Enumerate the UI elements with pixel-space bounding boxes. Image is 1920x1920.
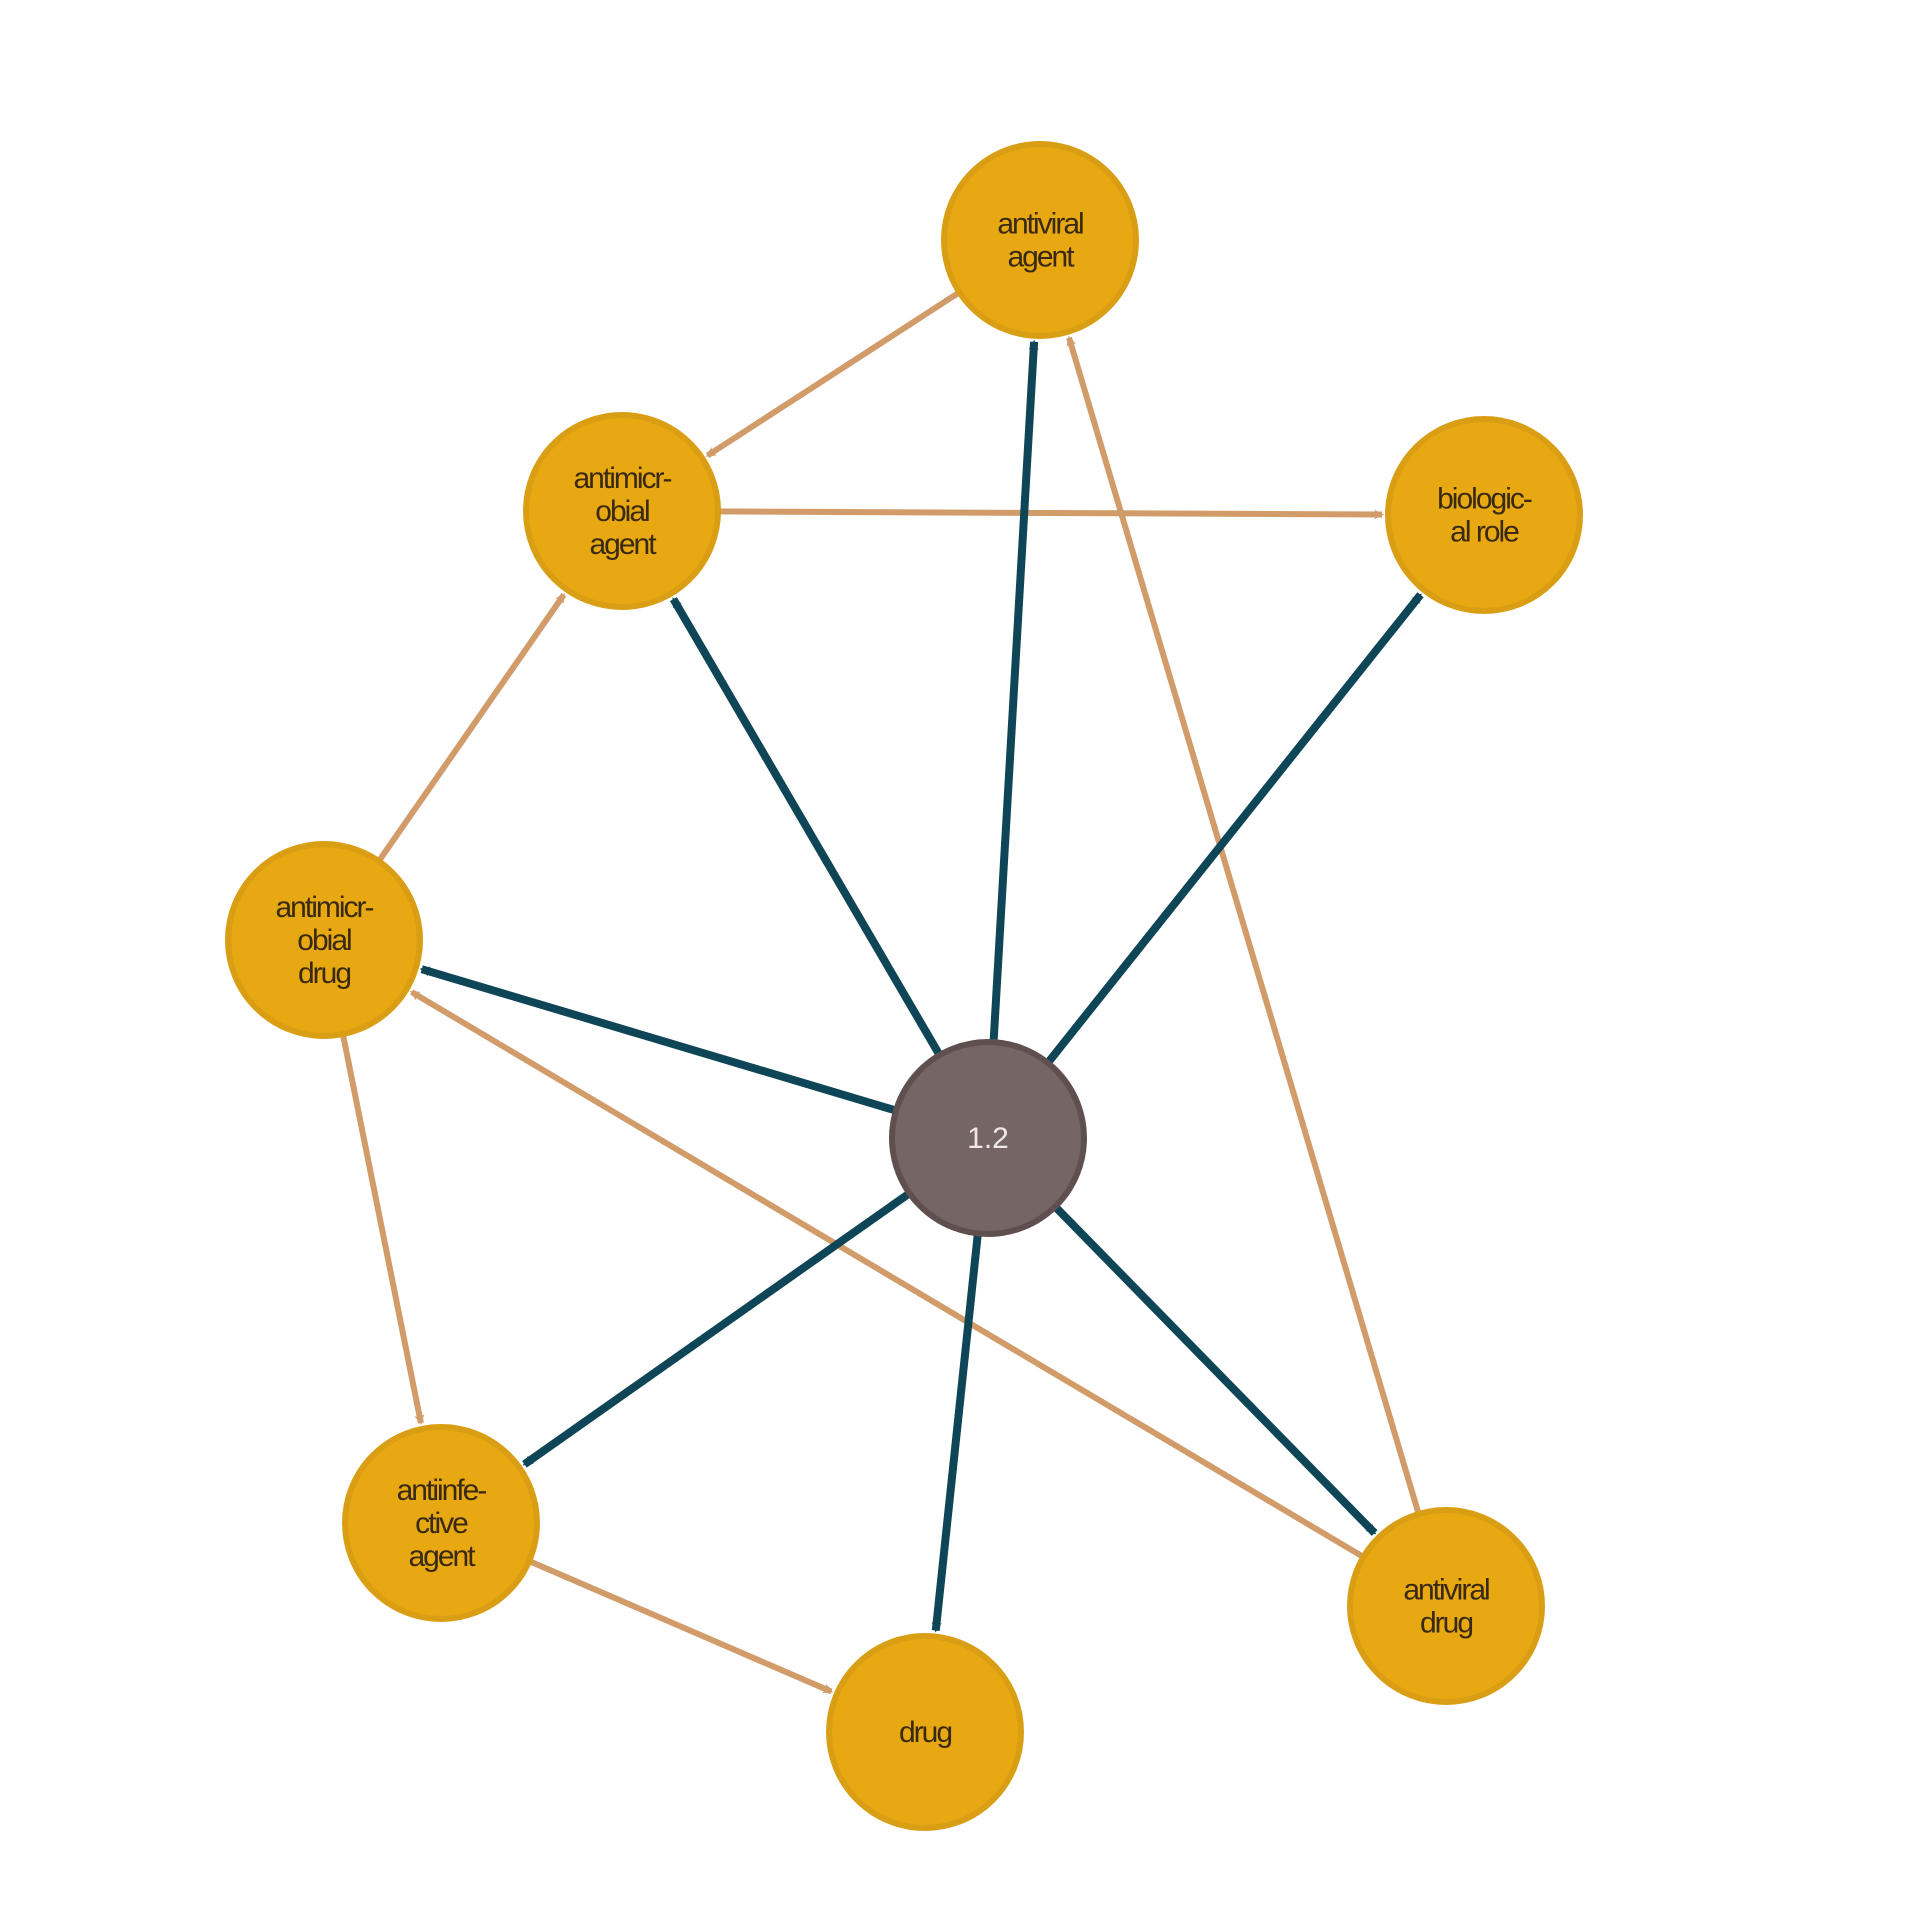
- edge-center-to-drug: [931, 1231, 983, 1633]
- node-label-line: drug: [298, 957, 350, 990]
- node-label-line: obial: [595, 495, 649, 528]
- node-drug[interactable]: drug: [826, 1633, 1024, 1831]
- node-label-line: antiviral: [997, 208, 1083, 241]
- node-circle: [523, 412, 721, 610]
- node-label-line: antimicr-: [275, 891, 373, 924]
- edge-antimicrobial-drug-to-antiinfective-agent: [339, 1031, 425, 1425]
- node-label-line: antiinfe-: [397, 1474, 487, 1507]
- node-label-line: agent: [1007, 241, 1075, 274]
- node-circle: [941, 141, 1139, 339]
- edge-center-to-antiviral-agent: [989, 339, 1039, 1045]
- nodes-layer: antiviralagentantimicr-obialagentbiologi…: [225, 141, 1583, 1831]
- node-center[interactable]: 1.2: [889, 1039, 1087, 1237]
- edge-antiinfective-agent-to-drug: [526, 1557, 834, 1695]
- edges-layer: [339, 288, 1424, 1695]
- edge-antiviral-agent-to-antimicrobial-agent: [705, 288, 963, 459]
- node-label-line: 1.2: [967, 1122, 1009, 1155]
- edge-antimicrobial-drug-to-antimicrobial-agent: [375, 593, 567, 865]
- edge-center-to-antimicrobial-drug: [419, 965, 900, 1115]
- node-circle: [1347, 1507, 1545, 1705]
- node-label-line: agent: [589, 528, 657, 561]
- node-circle: [826, 1633, 1024, 1831]
- node-label-line: antiviral: [1403, 1574, 1489, 1607]
- node-label-line: ctive: [415, 1507, 468, 1540]
- node-circle: [342, 1424, 540, 1622]
- node-circle: [889, 1039, 1087, 1237]
- edge-center-to-antiinfective-agent: [522, 1188, 914, 1468]
- node-label-line: drug: [1420, 1607, 1472, 1640]
- node-label-line: al role: [1450, 516, 1519, 549]
- edge-center-to-antiviral-drug: [1050, 1202, 1378, 1536]
- node-label-line: biologic-: [1437, 483, 1532, 516]
- node-biological-role[interactable]: biologic-al role: [1385, 416, 1583, 614]
- edge-antiviral-drug-to-antimicrobial-drug: [409, 989, 1367, 1561]
- node-label-line: antimicr-: [573, 462, 671, 495]
- node-label-line: obial: [297, 924, 351, 957]
- node-label-line: agent: [408, 1540, 476, 1573]
- node-label-line: drug: [899, 1716, 951, 1749]
- edge-antimicrobial-agent-to-biological-role: [715, 508, 1385, 520]
- node-circle: [1385, 416, 1583, 614]
- edge-antiviral-drug-to-antiviral-agent: [1066, 335, 1423, 1517]
- edge-center-to-biological-role: [1043, 592, 1424, 1067]
- edge-center-to-antimicrobial-agent: [669, 597, 945, 1059]
- node-circle: [225, 841, 423, 1039]
